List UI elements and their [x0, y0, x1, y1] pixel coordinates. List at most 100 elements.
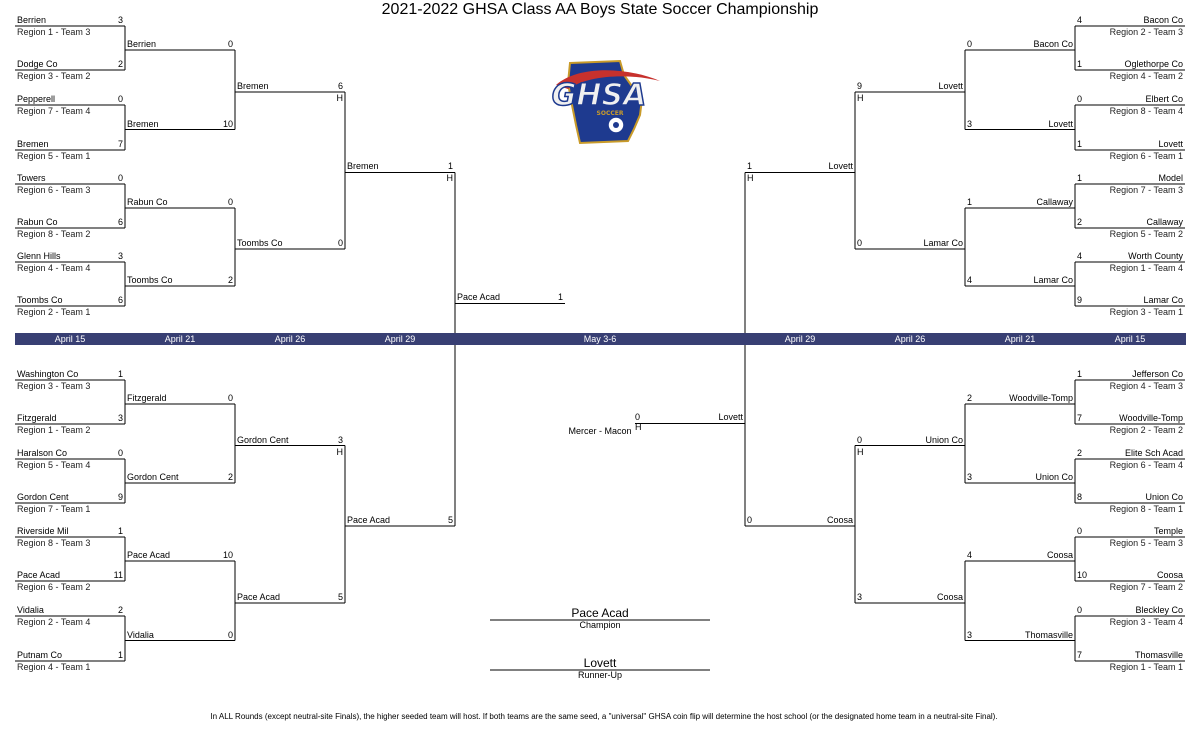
- round-date: April 21: [164, 334, 196, 344]
- score: 3: [967, 629, 973, 640]
- logo-subtext: SOCCER: [597, 110, 624, 117]
- seed-label: Region 7 - Team 4: [17, 106, 91, 116]
- score: 10: [1077, 570, 1088, 580]
- team-name: Glenn Hills: [17, 251, 61, 261]
- team-name: Jefferson Co: [1132, 369, 1183, 379]
- score: 1: [117, 650, 123, 660]
- seed-label: Region 6 - Team 3: [17, 185, 91, 195]
- host-marker: H: [857, 92, 864, 103]
- team-name: Pace Acad: [127, 550, 171, 560]
- seed-label: Region 1 - Team 1: [1109, 662, 1183, 672]
- host-marker: H: [635, 422, 642, 433]
- score: 9: [857, 80, 863, 91]
- team-name: Model: [1158, 173, 1183, 183]
- score: 10: [222, 550, 233, 560]
- team-name: Toombs Co: [127, 275, 173, 285]
- score: 6: [337, 80, 343, 91]
- host-marker: H: [857, 446, 864, 457]
- final-venue: Mercer - Macon: [568, 426, 632, 436]
- score: 1: [1077, 369, 1083, 379]
- score: 1: [747, 161, 753, 172]
- score: 2: [227, 275, 233, 285]
- score: 2: [117, 59, 123, 69]
- team-name: Lamar Co: [1033, 275, 1073, 285]
- score: 10: [222, 118, 233, 129]
- score: 3: [967, 118, 973, 129]
- seed-label: Region 7 - Team 1: [17, 504, 91, 514]
- score: 1: [1077, 139, 1083, 149]
- team-name: Fitzgerald: [17, 413, 57, 423]
- score: 0: [857, 434, 863, 445]
- team-name: Woodville-Tomp: [1009, 393, 1073, 403]
- runner-up-name: Lovett: [583, 656, 617, 670]
- team-name: Riverside Mil: [17, 526, 69, 536]
- score: 0: [1077, 94, 1083, 104]
- team-name: Callaway: [1146, 217, 1183, 227]
- score: 0: [117, 173, 123, 183]
- score: 1: [117, 369, 123, 379]
- team-name: Oglethorpe Co: [1124, 59, 1183, 69]
- team-name: Lovett: [1158, 139, 1183, 149]
- team-name: Lovett: [828, 161, 853, 172]
- team-name: Thomasville: [1024, 629, 1073, 640]
- score: 6: [117, 217, 123, 227]
- team-name: Union Co: [1145, 492, 1183, 502]
- team-name: Towers: [17, 173, 46, 183]
- ghsa-soccer-logo: GHSA SOCCER: [528, 55, 670, 145]
- seed-label: Region 1 - Team 2: [17, 425, 91, 435]
- seed-label: Region 8 - Team 3: [17, 538, 91, 548]
- round-date: April 26: [274, 334, 306, 344]
- team-name: Woodville-Tomp: [1119, 413, 1183, 423]
- score: 2: [117, 605, 123, 615]
- page-title: 2021-2022 GHSA Class AA Boys State Socce…: [381, 1, 819, 18]
- seed-label: Region 5 - Team 2: [1109, 229, 1183, 239]
- team-name: Berrien: [17, 15, 47, 25]
- team-name: Coosa: [936, 591, 963, 602]
- score: 0: [747, 515, 753, 526]
- team-name: Bremen: [347, 161, 379, 172]
- score: 2: [967, 393, 973, 403]
- team-name: Coosa: [1046, 550, 1073, 560]
- seed-label: Region 1 - Team 4: [1109, 263, 1183, 273]
- round-date: April 21: [1004, 334, 1036, 344]
- seed-label: Region 3 - Team 2: [17, 71, 91, 81]
- team-name: Thomasville: [1134, 650, 1183, 660]
- seed-label: Region 8 - Team 1: [1109, 504, 1183, 514]
- seed-label: Region 5 - Team 3: [1109, 538, 1183, 548]
- seed-label: Region 6 - Team 1: [1109, 151, 1183, 161]
- score: 9: [1077, 295, 1083, 305]
- team-name: Pace Acad: [237, 591, 281, 602]
- team-name: Bremen: [17, 139, 49, 149]
- team-name: Rabun Co: [17, 217, 58, 227]
- team-name: Pepperell: [17, 94, 56, 104]
- score: 0: [117, 94, 123, 104]
- team-name: Rabun Co: [127, 197, 168, 207]
- score: 1: [967, 197, 973, 207]
- seed-label: Region 5 - Team 4: [17, 460, 91, 470]
- team-name: Lamar Co: [1143, 295, 1183, 305]
- team-name: Vidalia: [127, 629, 154, 640]
- team-name: Lamar Co: [923, 238, 963, 248]
- seed-label: Region 3 - Team 4: [1109, 617, 1183, 627]
- score: 4: [967, 275, 973, 285]
- team-name: Coosa: [826, 515, 853, 526]
- team-name: Lovett: [938, 80, 963, 91]
- team-name: Bacon Co: [1033, 39, 1073, 49]
- seed-label: Region 4 - Team 1: [17, 662, 91, 672]
- score: 3: [117, 251, 123, 261]
- team-name: Toombs Co: [17, 295, 63, 305]
- round-date: April 15: [1114, 334, 1146, 344]
- score: 1: [1077, 173, 1083, 183]
- team-name: Elbert Co: [1145, 94, 1183, 104]
- score: 0: [1077, 526, 1083, 536]
- score: 2: [1077, 448, 1083, 458]
- score: 0: [337, 238, 343, 248]
- seed-label: Region 7 - Team 3: [1109, 185, 1183, 195]
- seed-label: Region 4 - Team 4: [17, 263, 91, 273]
- seed-label: Region 6 - Team 2: [17, 582, 91, 592]
- team-name: Gordon Cent: [127, 472, 179, 482]
- footnote: In ALL Rounds (except neutral-site Final…: [210, 712, 998, 721]
- score: 8: [1077, 492, 1083, 502]
- score: 0: [227, 393, 233, 403]
